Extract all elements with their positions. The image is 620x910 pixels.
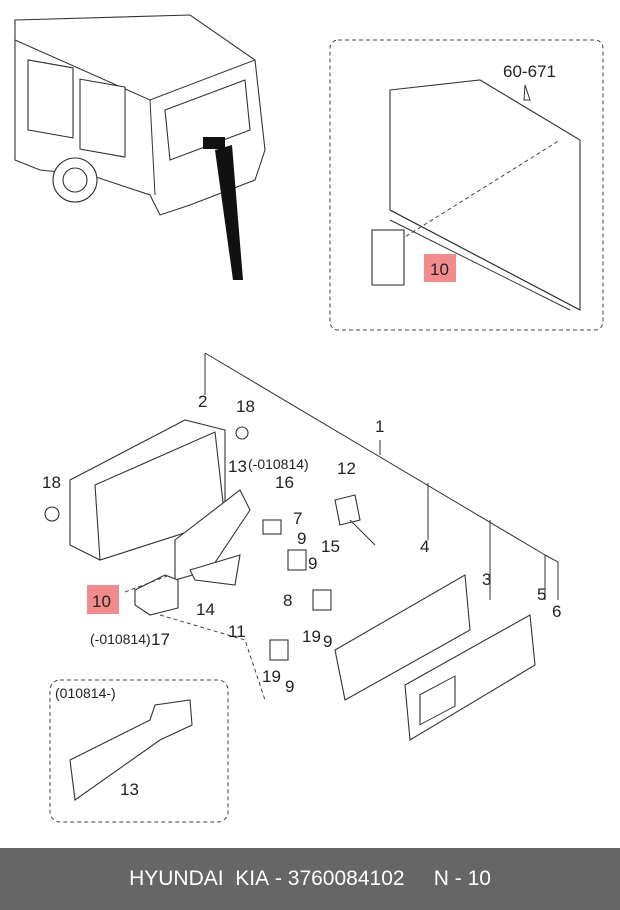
brand-text: HYUNDAI KIA [129,867,270,890]
footer-bar: HYUNDAI KIA - 3760084102 N - 10 [0,848,620,910]
label-18[interactable]: 18 [236,397,255,416]
spacer [405,867,434,891]
reference-label: 60-671 [503,62,556,81]
label-13-note: (-010814) [248,456,309,472]
separator: - [269,867,288,890]
label-9[interactable]: 9 [285,677,294,696]
label-9[interactable]: 9 [323,632,332,651]
reference-number: N - 10 [433,867,491,890]
label-15[interactable]: 15 [321,537,340,556]
label-13[interactable]: 13 [228,457,247,476]
label-9[interactable]: 9 [297,529,306,548]
highlight-10-inset[interactable] [424,254,456,282]
label-1[interactable]: 1 [375,417,384,436]
label-2[interactable]: 2 [198,392,207,411]
parts-diagram: 10 60-671 1 2 3 [14,14,604,823]
highlight-10[interactable] [87,585,119,614]
label-16[interactable]: 16 [275,473,294,492]
label-4[interactable]: 4 [420,537,429,556]
label-8[interactable]: 8 [283,591,292,610]
label-18[interactable]: 18 [42,473,61,492]
part-number: 3760084102 [287,867,405,890]
label-19[interactable]: 19 [262,667,281,686]
inset-note: (010814-) [55,685,116,701]
label-10-inset: 10 [430,260,449,279]
label-6[interactable]: 6 [552,602,561,621]
label-7[interactable]: 7 [293,509,302,528]
label-3[interactable]: 3 [482,570,491,589]
lamp-location-marker [203,137,225,149]
label-19[interactable]: 19 [302,627,321,646]
inset-panel-top: 10 60-671 [329,39,604,331]
label-11[interactable]: 11 [228,622,246,641]
exploded-view [44,352,559,823]
label-17[interactable]: 17 [151,630,170,649]
label-14[interactable]: 14 [196,600,215,619]
label-5[interactable]: 5 [537,585,546,604]
label-9[interactable]: 9 [308,554,317,573]
part-labels: 1 2 3 4 5 6 7 8 9 9 9 9 10 11 12 13 (-01… [42,392,561,799]
van-illustration [14,14,266,280]
label-13-inset[interactable]: 13 [120,780,139,799]
label-10[interactable]: 10 [92,592,111,611]
label-12[interactable]: 12 [337,459,356,478]
label-17-note: (-010814) [90,631,151,647]
